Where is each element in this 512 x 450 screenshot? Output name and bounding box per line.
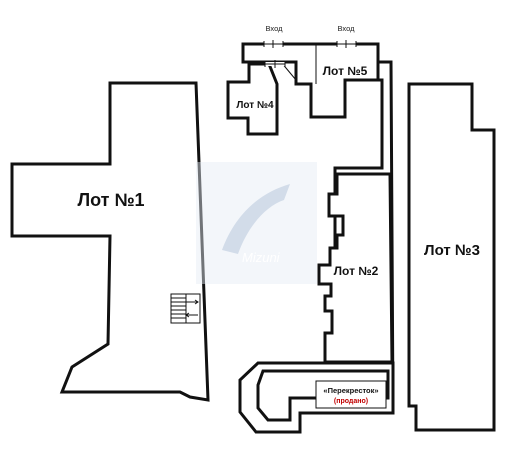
lot-1-area[interactable] xyxy=(10,81,210,402)
lot-2-label: Лот №2 xyxy=(334,264,379,278)
entrance-marker-1 xyxy=(263,40,286,68)
store-label-box xyxy=(315,380,387,409)
entrance-label-2: Вход xyxy=(338,24,356,33)
lot-1-label: Лот №1 xyxy=(77,190,144,210)
lot-5-label: Лот №5 xyxy=(323,64,368,78)
lot-2-area[interactable] xyxy=(317,172,394,364)
watermark-logo: Mizuni xyxy=(196,162,317,284)
store-status: (продано) xyxy=(334,398,368,405)
store-name: «Перекресток» xyxy=(323,386,378,395)
entrance-marker-2 xyxy=(336,40,357,48)
entrance-label-1: Вход xyxy=(266,24,284,33)
lot-3-area[interactable] xyxy=(407,82,496,432)
lot-4-label: Лот №4 xyxy=(236,100,274,111)
lot-3-label: Лот №3 xyxy=(424,242,480,259)
lot-4-area[interactable] xyxy=(226,62,279,136)
stairs-icon xyxy=(170,293,201,324)
watermark-text: Mizuni xyxy=(242,250,281,265)
